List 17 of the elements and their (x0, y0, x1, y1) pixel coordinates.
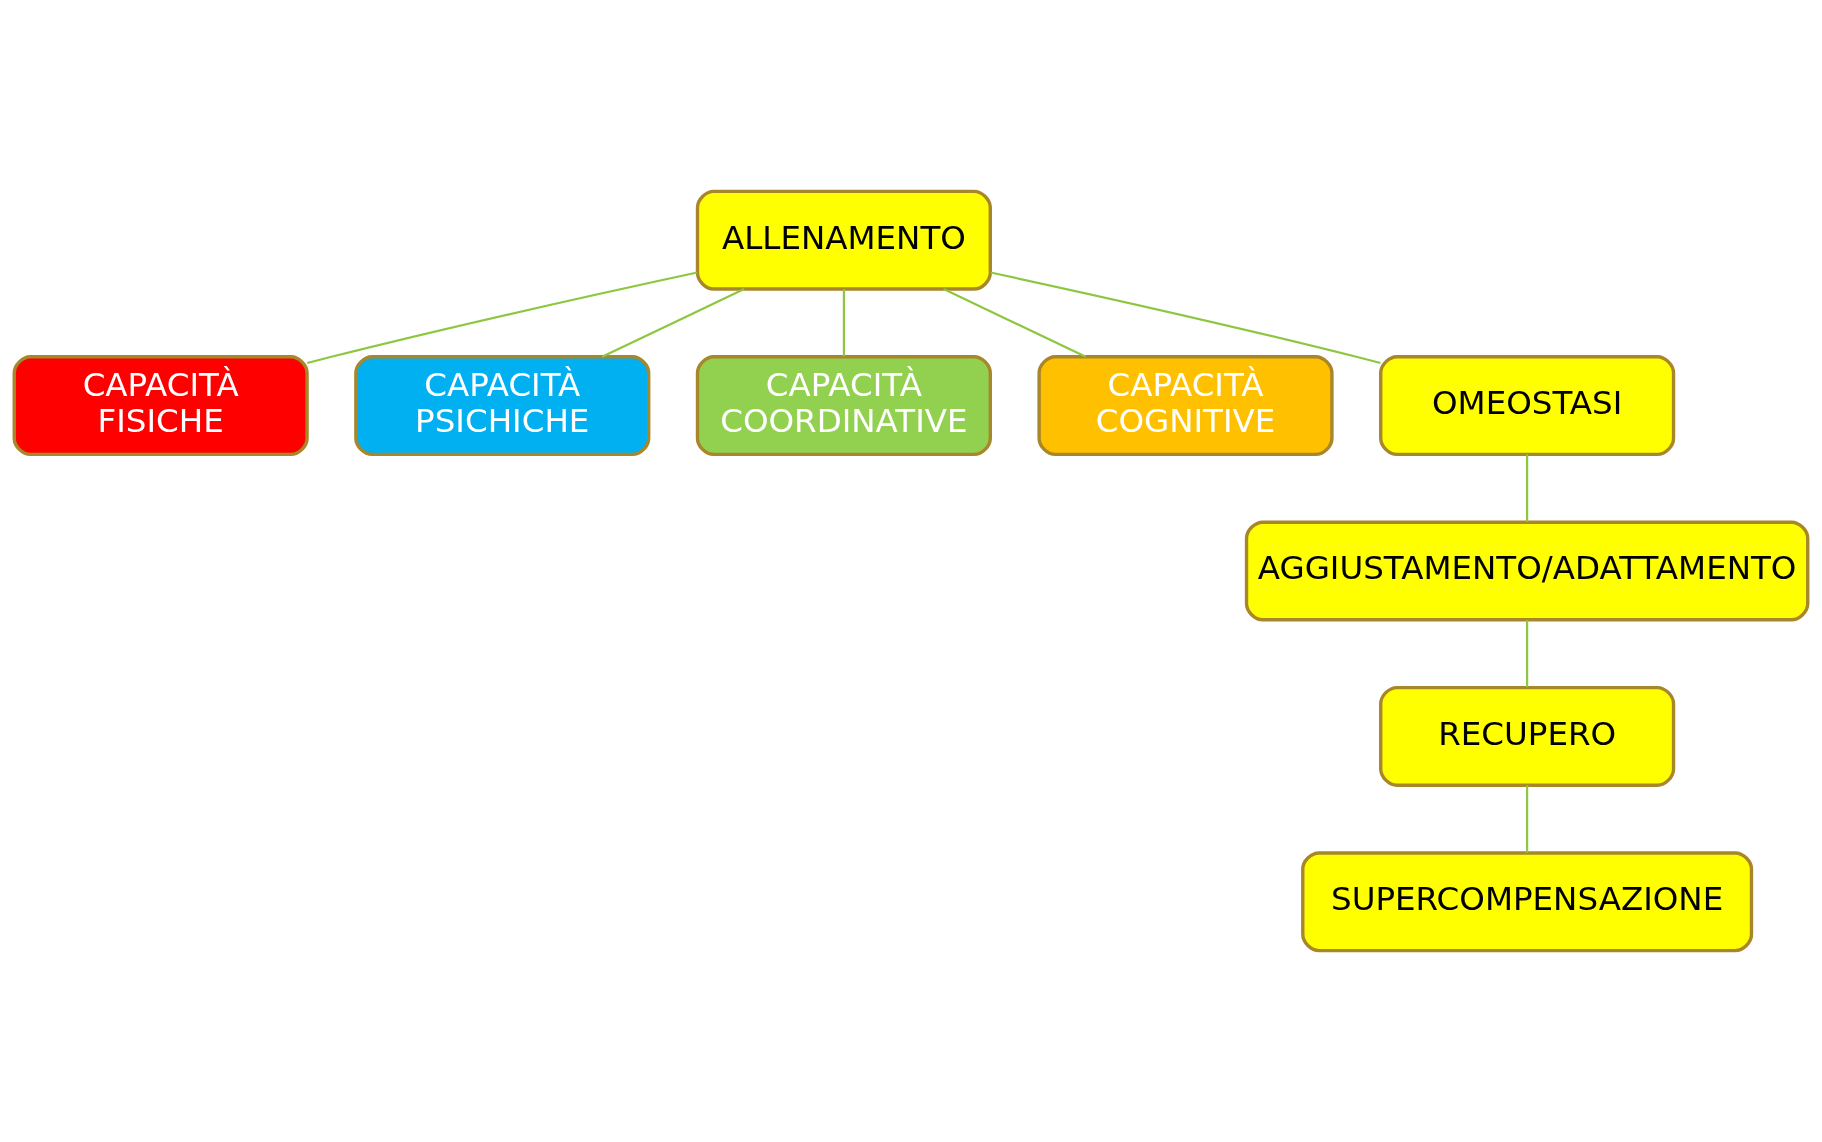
node-box: OMEOSTASI (1379, 355, 1676, 457)
connector (1526, 785, 1529, 853)
connector (1526, 619, 1529, 688)
node-box: RECUPERO (1379, 685, 1676, 787)
node-box: CAPACITÀ COORDINATIVE (695, 355, 992, 457)
node-box: CAPACITÀ FISICHE (12, 355, 309, 457)
connector (307, 271, 698, 365)
node-box: CAPACITÀ COGNITIVE (1037, 355, 1334, 457)
connector (601, 288, 745, 358)
node-box: AGGIUSTAMENTO/ADATTAMENTO (1244, 520, 1810, 622)
connector (990, 271, 1381, 365)
connector (943, 288, 1087, 358)
connector (1526, 454, 1529, 522)
connector (842, 289, 845, 357)
node-box: CAPACITÀ PSICHICHE (354, 355, 651, 457)
node-box: ALLENAMENTO (695, 189, 992, 291)
node-box: SUPERCOMPENSAZIONE (1301, 851, 1754, 953)
